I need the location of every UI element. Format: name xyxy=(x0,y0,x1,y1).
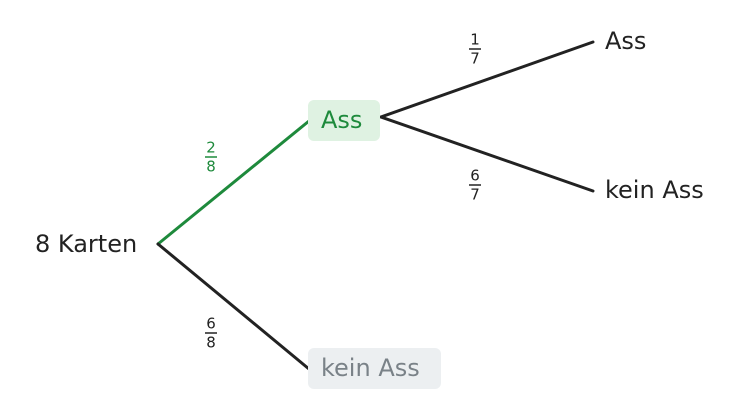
node-ass-level1[interactable]: Ass xyxy=(308,100,380,141)
probability-root-kein-ass-denominator: 8 xyxy=(206,334,216,352)
node-kein-ass-level1-label: kein Ass xyxy=(321,354,420,382)
probability-ass-kein-ass-numerator: 6 xyxy=(470,167,480,185)
probability-root-ass-numerator: 2 xyxy=(206,139,216,157)
probability-ass-kein-ass: 6 7 xyxy=(469,167,481,204)
edge-root-to-kein-ass xyxy=(156,242,311,371)
probability-root-ass: 2 8 xyxy=(205,139,217,176)
node-ass-level2-label: Ass xyxy=(605,27,646,55)
node-ass-level1-label: Ass xyxy=(321,106,362,134)
probability-root-kein-ass: 6 8 xyxy=(205,315,217,352)
node-kein-ass-level1[interactable]: kein Ass xyxy=(308,348,441,389)
edge-root-to-ass xyxy=(156,119,311,246)
probability-ass-ass-numerator: 1 xyxy=(470,31,480,49)
node-ass-level1-background xyxy=(308,100,380,141)
edge-ass-to-ass xyxy=(379,40,595,119)
node-kein-ass-level2-label: kein Ass xyxy=(605,176,704,204)
probability-ass-kein-ass-denominator: 7 xyxy=(470,186,480,204)
root-node-label: 8 Karten xyxy=(35,230,137,258)
probability-root-ass-denominator: 8 xyxy=(206,158,216,176)
probability-ass-ass: 1 7 xyxy=(469,31,481,68)
probability-ass-ass-denominator: 7 xyxy=(470,50,480,68)
probability-root-kein-ass-numerator: 6 xyxy=(206,315,216,333)
edge-ass-to-kein-ass xyxy=(379,115,595,193)
node-kein-ass-level1-background xyxy=(308,348,441,389)
